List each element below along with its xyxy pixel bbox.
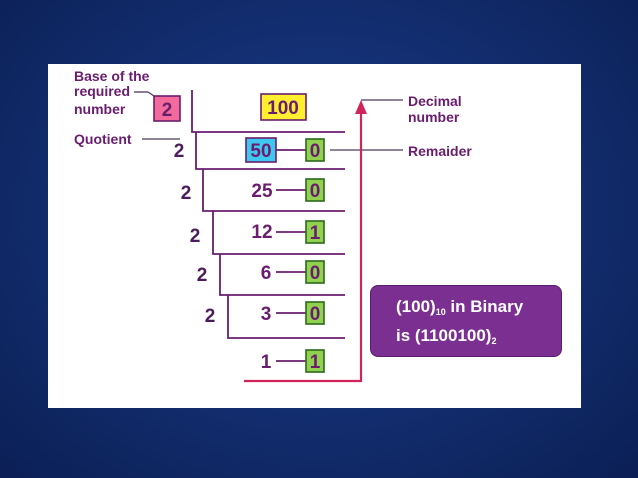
remainder-label: Remaider [408, 143, 472, 159]
divisor-4: 2 [197, 265, 208, 286]
quotient-value-2: 25 [251, 181, 273, 202]
divisor-2: 2 [181, 183, 192, 204]
divisor-1: 2 [174, 141, 185, 162]
remainder-value-5: 0 [310, 304, 321, 325]
divisor-5: 2 [205, 306, 216, 327]
division-diagram: Base of the required number Quotient 2 1… [74, 68, 472, 383]
final-remainder-box [305, 349, 325, 373]
quotient-value-1: 50 [250, 141, 271, 162]
remainder-value-2: 0 [310, 181, 321, 202]
final-quotient-value: 1 [261, 352, 272, 373]
quotient-value-5: 3 [261, 304, 272, 325]
decimal-label-line2: number [408, 109, 460, 125]
quotient-value-4: 6 [261, 263, 272, 284]
base-label-line3: number [74, 101, 126, 117]
division-brackets [191, 90, 345, 339]
base-label-line2: required [74, 83, 130, 99]
quotient-label: Quotient [74, 131, 132, 147]
remainder-value-4: 0 [310, 263, 321, 284]
read-up-arrow [244, 100, 367, 383]
remainder-value-3: 1 [310, 223, 321, 244]
result-line-2: is (1100100)2 [396, 326, 497, 346]
arrow-head-icon [355, 100, 367, 114]
base-box [153, 95, 181, 122]
result-line-1: (100)10 in Binary [396, 297, 524, 317]
remainder-value-1: 0 [310, 141, 321, 162]
slide: Base of the required number Quotient 2 1… [48, 64, 581, 408]
remainder-box-2 [305, 178, 325, 202]
quotient-box [245, 137, 277, 163]
quotient-value-3: 12 [251, 222, 272, 243]
base-value: 2 [162, 100, 173, 121]
decimal-value: 100 [267, 98, 299, 119]
remainder-box-3 [305, 220, 325, 244]
final-remainder-value: 1 [310, 352, 321, 373]
base-label-line1: Base of the [74, 68, 150, 84]
remainder-box-5 [305, 301, 325, 325]
divisor-3: 2 [190, 226, 201, 247]
remainder-box-4 [305, 260, 325, 284]
decimal-box [260, 93, 307, 121]
decimal-label-line1: Decimal [408, 93, 462, 109]
result-box: (100)10 in Binary is (1100100)2 [370, 285, 562, 357]
remainder-box-1 [305, 138, 325, 162]
